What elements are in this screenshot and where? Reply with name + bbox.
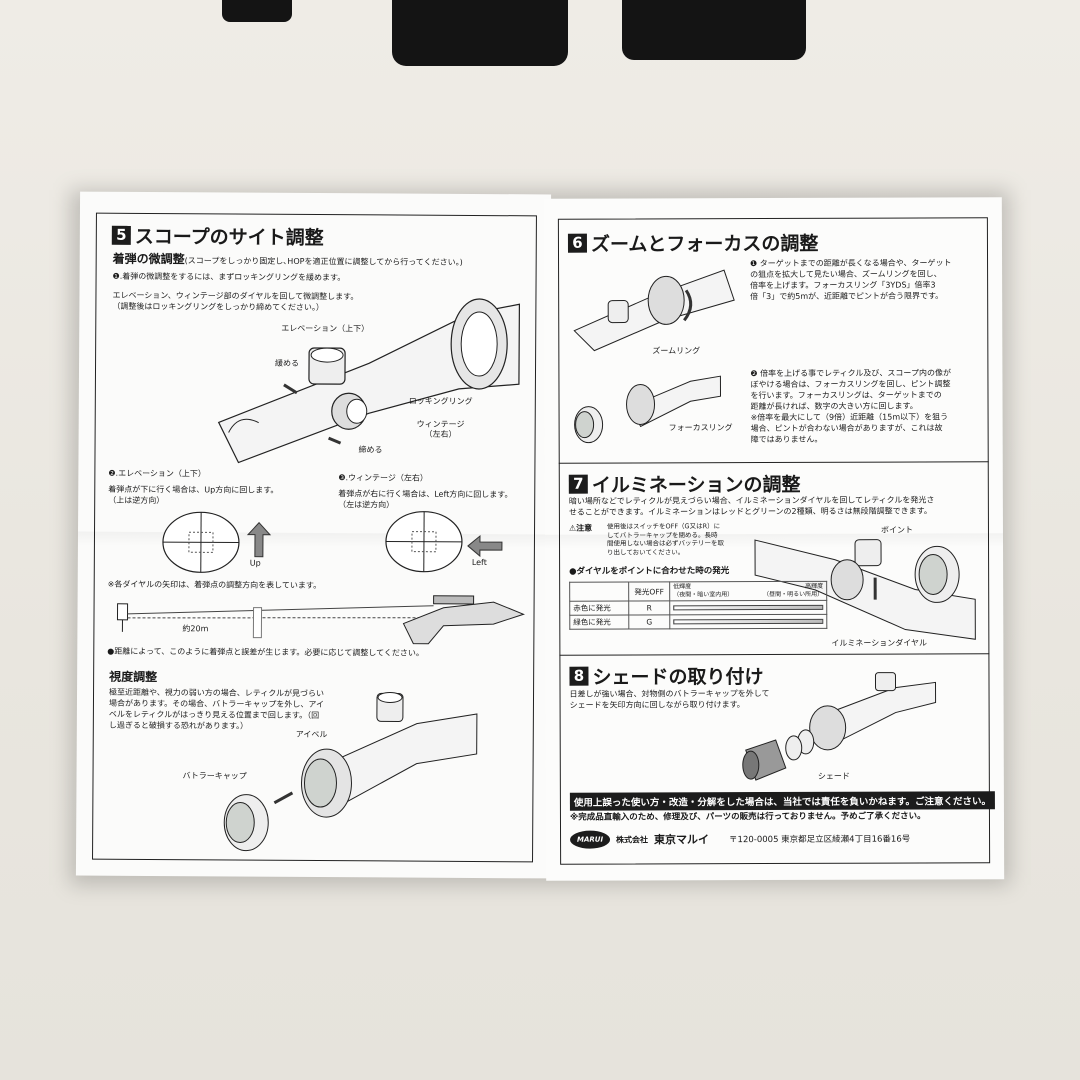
label-zoom-ring: ズームリング	[652, 346, 701, 356]
step1-text: ❶.着弾の微調整をするには、まずロッキングリングを緩めます。	[112, 271, 346, 283]
company-prefix: 株式会社	[616, 834, 649, 845]
row-green-label: 緑色に発光	[569, 615, 629, 630]
green-gradient-bar	[673, 618, 824, 625]
section-title: スコープのサイト調整	[134, 225, 324, 250]
s7-body: 暗い場所などでレティクルが見えづらい場合、イルミネーションダイヤルを回してレティ…	[568, 495, 935, 517]
s6-paragraph-2: ❷ 倍率を上げる事でレティクル及び、スコープ内の像が ぼやける場合は、フォーカス…	[750, 368, 951, 445]
step3-title: ❸.ウィンテージ（左右）	[338, 473, 428, 483]
range-diagram	[116, 595, 525, 645]
manual-page-right: 6 ズームとフォーカスの調整 ズームリング ❶ ターゲットまでの距離が長くなる場…	[543, 197, 1005, 881]
note-distance: ●距離によって、このように着弾点と誤差が生じます。必要に応じて調整してください。	[107, 646, 424, 658]
row-red-value: R	[628, 600, 670, 616]
section-7-heading: 7 イルミネーションの調整	[568, 470, 801, 498]
footer: MARUI 株式会社 東京マルイ 〒120-0005 東京都足立区綾瀬4丁目16…	[570, 830, 910, 849]
section-number: 5	[111, 225, 131, 245]
manual-page-left: 5 スコープのサイト調整 着弾の微調整(スコープをしっかり固定し､HOPを適正位…	[75, 191, 552, 879]
label-eyebell: アイベル	[295, 729, 328, 740]
row-red-label: 赤色に発光	[569, 601, 629, 616]
section-8-heading: 8 シェードの取り付け	[569, 662, 764, 690]
caution-tag: ⚠注意	[568, 523, 593, 533]
reticle-elevation-icon	[162, 511, 240, 573]
section-number: 6	[567, 233, 587, 253]
col-low: 低輝度 （夜間・暗い室内用）	[673, 583, 734, 599]
col-off: 発光OFF	[628, 581, 670, 602]
fine-adjust-heading: 着弾の微調整(スコープをしっかり固定し､HOPを適正位置に調整してから行ってくだ…	[112, 251, 463, 267]
section-5-heading: 5 スコープのサイト調整	[111, 222, 324, 250]
label-distance: 約20m	[182, 624, 209, 634]
label-left: Left	[471, 557, 487, 568]
step2-body: 着弾点が下に行く場合は、Up方向に回します。 （上は逆方向）	[108, 484, 279, 506]
red-gradient-bar	[673, 604, 824, 611]
section-title: ズームとフォーカスの調整	[590, 232, 819, 256]
section-number: 8	[569, 666, 589, 686]
label-locking-ring: ロッキングリング	[408, 396, 473, 406]
step3-body: 着弾点が右に行く場合は、Left方向に回します。 （左は逆方向）	[338, 489, 513, 510]
label-point: ポイント	[880, 525, 913, 535]
company-address: 〒120-0005 東京都足立区綾瀬4丁目16番16号	[729, 834, 911, 846]
company-name: 東京マルイ	[654, 833, 710, 847]
label-loosen: 緩める	[275, 358, 300, 368]
table-title: ●ダイヤルをポイントに合わせた時の発光	[569, 566, 730, 577]
scope-mount-center	[392, 0, 568, 66]
section-6-heading: 6 ズームとフォーカスの調整	[567, 229, 819, 257]
zoom-ring-illustration	[573, 269, 735, 352]
diopter-heading: 視度調整	[109, 669, 158, 685]
row-green-value: G	[628, 614, 670, 630]
col-high: 高輝度 （昼間・明るい所用）	[763, 582, 824, 599]
up-arrow-icon	[246, 521, 272, 558]
note-sale: ※完成品直輸入のため、修理及び、パーツの販売は行っておりません。予めご了承くださ…	[569, 811, 926, 823]
label-butler-cap: バトラーキャップ	[182, 771, 247, 781]
note-arrow: ※各ダイヤルの矢印は、着弾点の調整方向を表しています。	[107, 579, 322, 591]
section-number: 7	[568, 474, 588, 494]
scope-turret-illustration	[217, 298, 521, 464]
scope-mount-left	[222, 0, 292, 22]
left-arrow-icon	[467, 534, 503, 558]
illumination-table: 発光OFF 低輝度 （夜間・暗い室内用） 高輝度 （昼間・明るい所用） 赤色に発…	[569, 581, 827, 630]
reticle-windage-icon	[385, 511, 463, 573]
caution-text: 使用後はスイッチをOFF（G又はR）に してバトラーキャップを閉める。長時 間使…	[606, 522, 725, 557]
label-illumination-dial: イルミネーションダイヤル	[831, 638, 927, 648]
warning-bar: 使用上誤った使い方・改造・分解をした場合は、当社では責任を負いかねます。ご注意く…	[569, 791, 996, 811]
label-windage: ウィンテージ （左右）	[416, 419, 465, 439]
focus-ring-illustration	[574, 375, 722, 444]
label-shade: シェード	[817, 771, 850, 781]
illumination-dial-illustration	[754, 539, 976, 640]
label-up: Up	[249, 558, 261, 568]
table-corner	[569, 582, 629, 602]
scope-mount-right	[622, 0, 806, 60]
step2-title: ❷.エレベーション（上下）	[108, 468, 206, 479]
label-focus-ring: フォーカスリング	[668, 423, 733, 433]
label-tighten: 締める	[358, 445, 383, 455]
marui-logo: MARUI	[570, 830, 611, 849]
section-title: イルミネーションの調整	[591, 473, 801, 497]
eyepiece-illustration	[223, 691, 478, 852]
shade-illustration	[742, 672, 937, 781]
s6-paragraph-1: ❶ ターゲットまでの距離が長くなる場合や、ターゲット の狙点を拡大して見たい場合…	[750, 258, 952, 302]
label-elevation: エレベーション（上下）	[281, 323, 370, 334]
